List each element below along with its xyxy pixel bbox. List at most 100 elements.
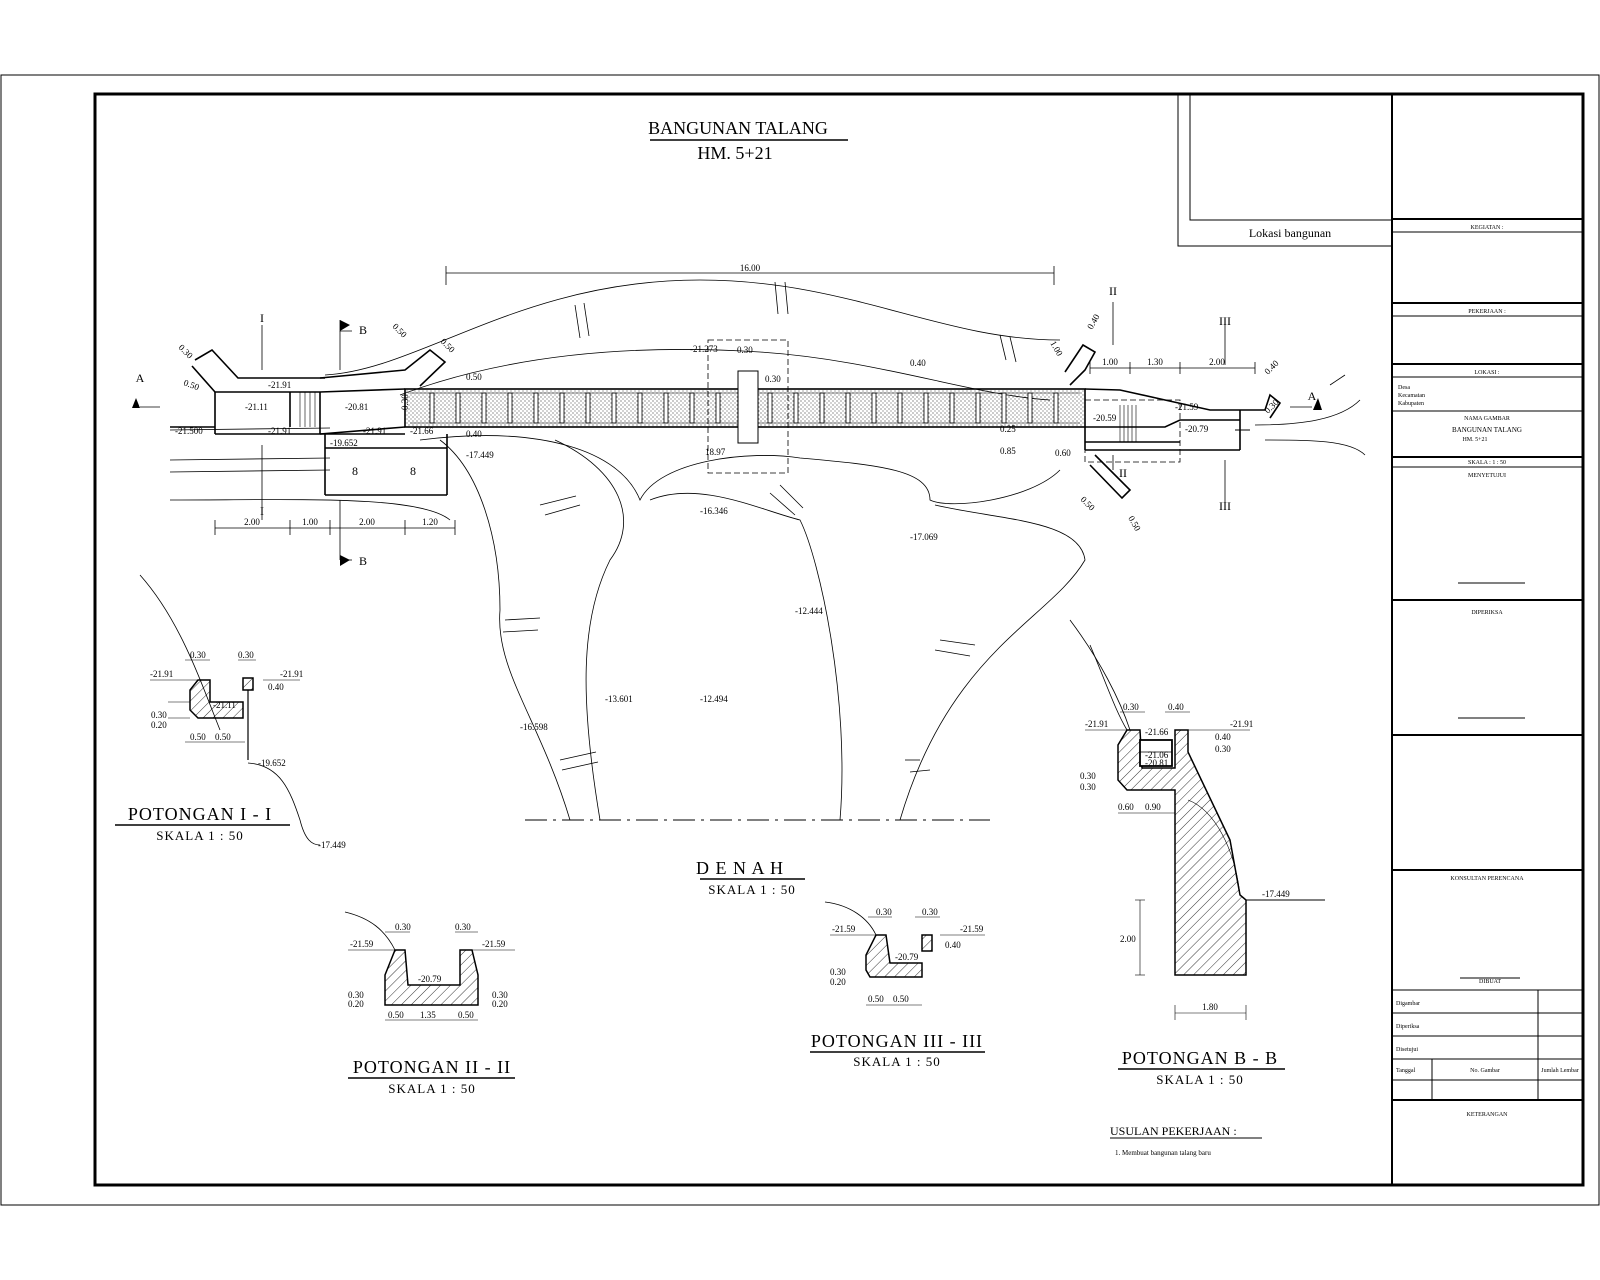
section-mark-III-bottom: III — [1219, 499, 1231, 513]
section-III-III: 0.30 0.30 -21.59 -21.59 0.40 -20.79 0.30… — [810, 901, 985, 1069]
plan-dim-2: 0.50 — [182, 377, 201, 392]
usulan-item-1: 1. Membuat bangunan talang baru — [1115, 1149, 1211, 1157]
section-II-II: 0.30 0.30 -21.59 -21.59 -20.79 0.30 0.20… — [344, 911, 515, 1096]
section-mark-A-left: A — [136, 371, 145, 385]
plan-dim-14: 0.40 — [1262, 358, 1281, 377]
plan-dim-15: 0.30 — [1262, 397, 1281, 416]
right-dim-1: 1.00 — [1102, 357, 1118, 367]
plan-dim-8: 0.30 — [737, 345, 753, 355]
elev-8: -19.652 — [330, 438, 358, 448]
elev-11: 18.97 — [705, 447, 726, 457]
location-label: Lokasi bangunan — [1249, 226, 1331, 240]
section-mark-III-top: III — [1219, 314, 1231, 328]
sec1-scale: SKALA 1 : 50 — [156, 828, 243, 843]
sec2-label-4: -21.59 — [482, 939, 506, 949]
flume-rib — [611, 392, 617, 424]
flume-rib — [975, 392, 981, 424]
svg-text:8: 8 — [410, 464, 416, 478]
sec3-label-9: 0.50 — [868, 994, 884, 1004]
secb-label-15: 2.00 — [1120, 934, 1136, 944]
secb-label-12: 0.60 — [1118, 802, 1134, 812]
flume-rib — [715, 392, 721, 424]
tb-kabupaten: Kabupaten — [1398, 401, 1424, 407]
sec2-label-5: -20.79 — [418, 974, 442, 984]
sec2-label-3: -21.59 — [350, 939, 374, 949]
sec2-label-10: 0.50 — [388, 1010, 404, 1020]
drawing-title: BANGUNAN TALANG — [648, 118, 828, 138]
secb-label-2: 0.40 — [1168, 702, 1184, 712]
section-B-B: 0.30 0.40 -21.91 -21.91 -21.66 -21.06 -2… — [1080, 644, 1325, 1087]
tb-gambar-value: BANGUNAN TALANG — [1452, 426, 1522, 434]
flume-rib — [533, 392, 539, 424]
elev-4: -21.91 — [268, 426, 291, 436]
elev-7: -21.66 — [410, 426, 434, 436]
plan-dim-1: 0.30 — [177, 342, 196, 361]
plan-dim-18: 0.30 — [765, 374, 781, 384]
plan-dim-9: 0.25 — [1000, 424, 1016, 434]
section-mark-I-top: I — [260, 311, 264, 325]
sec3-label-1: 0.30 — [876, 907, 892, 917]
sec1-title: POTONGAN I - I — [128, 804, 272, 824]
section-mark-A-right: A — [1308, 389, 1317, 403]
plan-scale: SKALA 1 : 50 — [708, 882, 795, 897]
elev-6: -21.91 — [363, 426, 386, 436]
flume-rib — [663, 392, 669, 424]
secb-label-6: -21.06 — [1145, 750, 1169, 760]
sec2-label-9: 0.20 — [492, 999, 508, 1009]
secb-label-11: 0.30 — [1080, 782, 1096, 792]
sec3-scale: SKALA 1 : 50 — [853, 1054, 940, 1069]
secb-label-8: 0.40 — [1215, 732, 1231, 742]
sec3-label-5: 0.40 — [945, 940, 961, 950]
section-I-I: 0.30 0.30 -21.91 -21.91 0.40 -21.11 0.30… — [115, 650, 346, 850]
secb-label-3: -21.91 — [1085, 719, 1108, 729]
sec2-label-7: 0.20 — [348, 999, 364, 1009]
tb-keterangan: KETERANGAN — [1467, 1112, 1509, 1118]
plan-dim-16: 0.50 — [1126, 514, 1143, 533]
elev-20: -20.79 — [1185, 424, 1209, 434]
sec1-label-5: 0.40 — [268, 682, 284, 692]
plan-dim-19: 0.40 — [910, 358, 926, 368]
flume-rib — [689, 392, 695, 424]
tb-diperiksa: DIPERIKSA — [1471, 610, 1503, 616]
flume-rib — [585, 392, 591, 424]
right-dim-2: 1.30 — [1147, 357, 1163, 367]
flume-rib — [871, 392, 877, 424]
usulan-title: USULAN PEKERJAAN : — [1110, 1124, 1237, 1138]
secb-label-5: -21.66 — [1145, 727, 1169, 737]
elev-14: -12.444 — [795, 606, 823, 616]
bottom-dim-3: 2.00 — [359, 517, 375, 527]
sec2-label-2: 0.30 — [455, 922, 471, 932]
sec1-label-6: -21.11 — [213, 700, 236, 710]
bottom-dim-4: 1.20 — [422, 517, 438, 527]
right-dim-3: 2.00 — [1209, 357, 1225, 367]
title-block — [1392, 218, 1583, 1101]
elev-2: -21.11 — [245, 402, 268, 412]
flume-rib — [897, 392, 903, 424]
bottom-dim-2: 1.00 — [302, 517, 318, 527]
tb-gambar-hm: HM. 5+21 — [1462, 437, 1487, 443]
secb-label-1: 0.30 — [1123, 702, 1139, 712]
flume-rib — [429, 392, 435, 424]
sec1-label-1: 0.30 — [190, 650, 206, 660]
plan-name: D E N A H — [696, 858, 784, 878]
sec2-title: POTONGAN II - II — [353, 1057, 511, 1077]
sec2-label-11: 1.35 — [420, 1010, 436, 1020]
sec1-label-2: 0.30 — [238, 650, 254, 660]
overall-dimension: 16.00 — [740, 263, 761, 273]
sec1-label-3: -21.91 — [150, 669, 173, 679]
plan-dim-17: 0.50 — [1079, 494, 1098, 513]
drawing-subtitle: HM. 5+21 — [697, 143, 772, 163]
section-mark-B-bottom: B — [359, 554, 367, 568]
secb-scale: SKALA 1 : 50 — [1156, 1072, 1243, 1087]
flume-rib — [1027, 392, 1033, 424]
tb-jumlah: Jumlah Lembar — [1541, 1068, 1579, 1074]
sec2-label-12: 0.50 — [458, 1010, 474, 1020]
secb-label-14: -17.449 — [1262, 889, 1290, 899]
sec1-label-8: 0.20 — [151, 720, 167, 730]
elev-9: -17.449 — [466, 450, 494, 460]
plan-dim-12: 1.00 — [1048, 339, 1065, 358]
elev-3: -21.500 — [175, 426, 203, 436]
secb-label-16: 1.80 — [1202, 1002, 1218, 1012]
sec3-label-7: 0.30 — [830, 967, 846, 977]
